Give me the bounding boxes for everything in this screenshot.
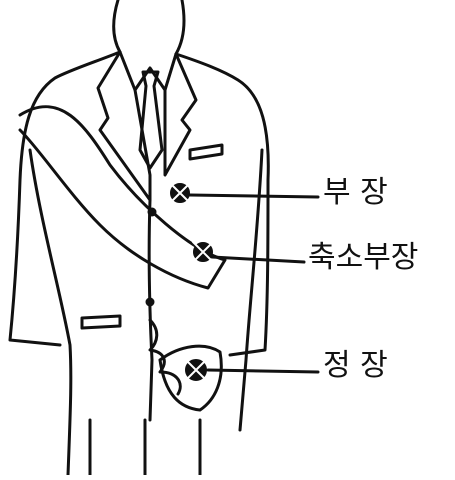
necktie xyxy=(140,72,162,168)
button-top xyxy=(149,209,155,215)
label-vice-badge: 부 장 xyxy=(323,178,388,208)
vice-badge xyxy=(170,183,190,203)
neck xyxy=(114,0,184,54)
side-pocket xyxy=(82,316,120,328)
jacket-outline xyxy=(10,52,268,355)
breast-pocket xyxy=(190,145,222,159)
leader-line-1 xyxy=(190,195,318,197)
label-mini-vice-badge: 축소부장 xyxy=(308,243,418,273)
trousers xyxy=(90,420,200,475)
mini-vice-badge xyxy=(193,242,213,262)
left-sleeve xyxy=(30,150,71,475)
leader-line-3 xyxy=(208,370,318,372)
right-sleeve xyxy=(240,150,262,430)
main-badge xyxy=(185,359,207,381)
button-bottom xyxy=(147,299,153,305)
jacket-front xyxy=(149,200,152,420)
label-main-badge: 정 장 xyxy=(323,351,388,381)
